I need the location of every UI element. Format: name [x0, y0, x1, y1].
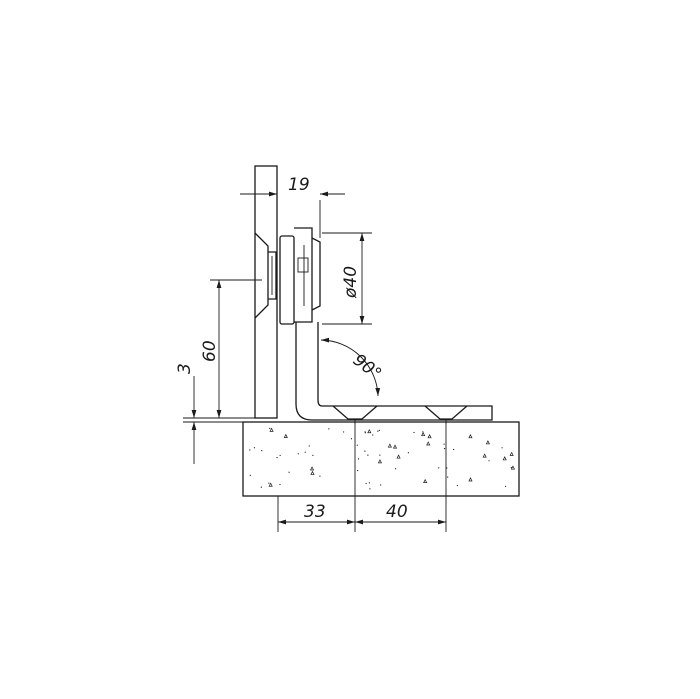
concrete-speck — [485, 440, 490, 445]
concrete-speck — [396, 454, 401, 459]
glass-panel — [254, 165, 278, 419]
concrete-speck — [509, 451, 514, 456]
concrete-speck — [261, 450, 263, 452]
concrete-speck — [421, 431, 426, 437]
dimension-33-40: 33 40 — [277, 496, 447, 532]
concrete-speck — [438, 467, 440, 469]
dimension-40-label: 40 — [386, 502, 408, 522]
concrete-speck — [423, 478, 428, 484]
dimension-33-label: 33 — [304, 502, 326, 522]
concrete-speck — [372, 434, 374, 436]
concrete-speck — [446, 467, 448, 469]
concrete-speck — [279, 483, 281, 486]
concrete-speck — [312, 454, 314, 456]
concrete-speck — [456, 484, 459, 487]
dimension-60: 60 — [183, 279, 262, 419]
concrete-speck — [328, 428, 330, 430]
concrete-speck — [269, 427, 271, 429]
dimension-angle-90: 90° — [320, 337, 385, 397]
concrete-speck — [447, 476, 449, 478]
concrete-speck — [310, 470, 315, 475]
concrete-speck — [283, 433, 288, 438]
dimension-diameter-label: ø40 — [341, 266, 361, 299]
concrete-speck — [427, 434, 432, 439]
concrete-speck — [357, 458, 360, 460]
concrete-speck — [304, 451, 306, 453]
concrete-speck — [364, 450, 366, 452]
concrete-speck — [356, 444, 358, 446]
concrete-speck — [426, 441, 431, 446]
concrete-speck — [443, 448, 446, 450]
l-bracket — [295, 322, 493, 421]
concrete-speck — [504, 485, 507, 487]
concrete-speck — [395, 468, 397, 470]
concrete-speck — [452, 448, 455, 451]
concrete-speck — [249, 449, 251, 451]
concrete-speck — [269, 427, 274, 432]
dimension-3: 3 — [175, 363, 243, 464]
concrete-speck — [364, 431, 366, 433]
concrete-speck — [268, 482, 270, 484]
concrete-speck — [367, 428, 372, 434]
dimension-19: 19 — [240, 166, 345, 238]
concrete-speck — [350, 438, 353, 440]
bracket-screw-1 — [332, 405, 378, 424]
roller-wheel — [279, 227, 321, 325]
concrete-speck — [488, 460, 490, 462]
concrete-speck — [268, 482, 273, 487]
concrete-speck — [377, 430, 379, 432]
concrete-speck — [260, 486, 262, 488]
concrete-speck — [249, 474, 251, 477]
concrete-speck — [510, 465, 516, 470]
concrete-speck — [319, 475, 321, 477]
dimension-19-label: 19 — [288, 175, 310, 195]
concrete-floor — [242, 421, 520, 497]
concrete-speck — [367, 454, 369, 456]
dimension-60-label: 60 — [200, 340, 220, 362]
concrete-speck — [379, 454, 381, 456]
concrete-speck — [377, 459, 383, 464]
concrete-speck — [502, 456, 507, 461]
concrete-speck — [407, 452, 409, 454]
concrete-speck — [501, 447, 503, 449]
dimension-angle-label: 90° — [349, 350, 385, 384]
concrete-speck — [369, 488, 371, 490]
concrete-speck — [343, 431, 345, 433]
concrete-speck — [387, 443, 392, 448]
concrete-speck — [279, 454, 281, 457]
concrete-speck — [413, 431, 415, 434]
dimension-3-label: 3 — [175, 363, 195, 374]
concrete-speck — [276, 456, 278, 459]
concrete-speck — [468, 477, 473, 482]
concrete-speck — [308, 445, 310, 447]
concrete-speck — [357, 469, 359, 472]
concrete-speck — [368, 482, 370, 484]
concrete-speck — [253, 447, 256, 449]
concrete-speck — [309, 466, 315, 471]
concrete-speck — [378, 429, 381, 431]
concrete-speck — [510, 467, 512, 469]
concrete-speck — [443, 443, 445, 445]
concrete-speck — [365, 482, 367, 485]
bracket-screw-2 — [424, 405, 468, 424]
roller-clamp-cone — [254, 232, 277, 319]
concrete-speck — [392, 444, 398, 449]
concrete-speck — [482, 453, 487, 458]
concrete-speck — [468, 434, 473, 439]
dimension-diameter-40: ø40 — [322, 232, 372, 325]
concrete-speck — [380, 484, 382, 486]
concrete-speck — [297, 453, 299, 455]
concrete-speck — [288, 471, 290, 473]
